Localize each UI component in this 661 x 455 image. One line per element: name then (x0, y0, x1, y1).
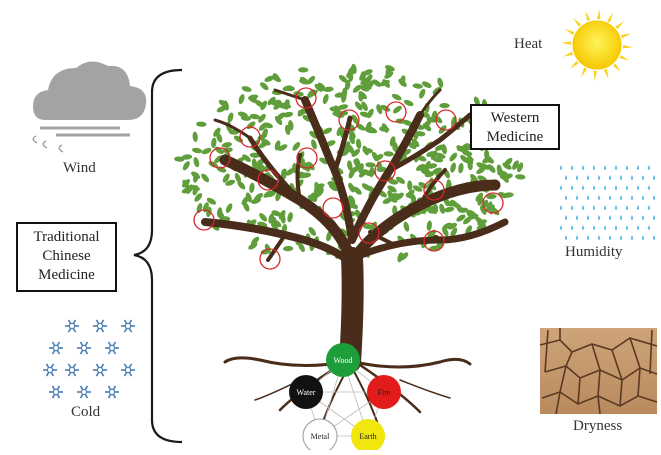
western-line-1: Western (490, 110, 540, 126)
western-line-2: Medicine (486, 129, 544, 145)
element-fire: Fire (367, 375, 401, 409)
tcm-line-1: Traditional (33, 229, 100, 245)
cold-label: Cold (71, 404, 101, 420)
western-medicine-box: Western Medicine (470, 104, 560, 150)
cracked-earth-icon (539, 328, 658, 415)
element-metal: Metal (302, 418, 338, 454)
fire-label: Fire (378, 388, 391, 397)
element-earth: Earth (351, 419, 385, 453)
dryness-label: Dryness (573, 418, 623, 434)
wood-label: Wood (334, 356, 353, 365)
cloud-wind-icon (32, 61, 147, 153)
highlight-circles (193, 87, 504, 270)
element-water: Water (289, 375, 323, 409)
water-label: Water (297, 388, 316, 397)
tcm-box: Traditional Chinese Medicine (16, 222, 117, 292)
tcm-line-3: Medicine (38, 267, 95, 283)
earth-label: Earth (359, 432, 376, 441)
humidity-label: Humidity (565, 244, 623, 260)
rain-icon (560, 165, 655, 240)
bracket (133, 68, 183, 444)
tree (174, 63, 526, 431)
metal-label: Metal (311, 432, 330, 441)
heat-label: Heat (514, 36, 543, 52)
five-elements: Wood Fire Water Metal Earth (289, 343, 401, 454)
snowflake-icon (43, 319, 135, 399)
sun-icon (561, 9, 633, 81)
wind-label: Wind (63, 160, 96, 176)
element-wood: Wood (326, 343, 360, 377)
tcm-line-2: Chinese (42, 248, 91, 264)
